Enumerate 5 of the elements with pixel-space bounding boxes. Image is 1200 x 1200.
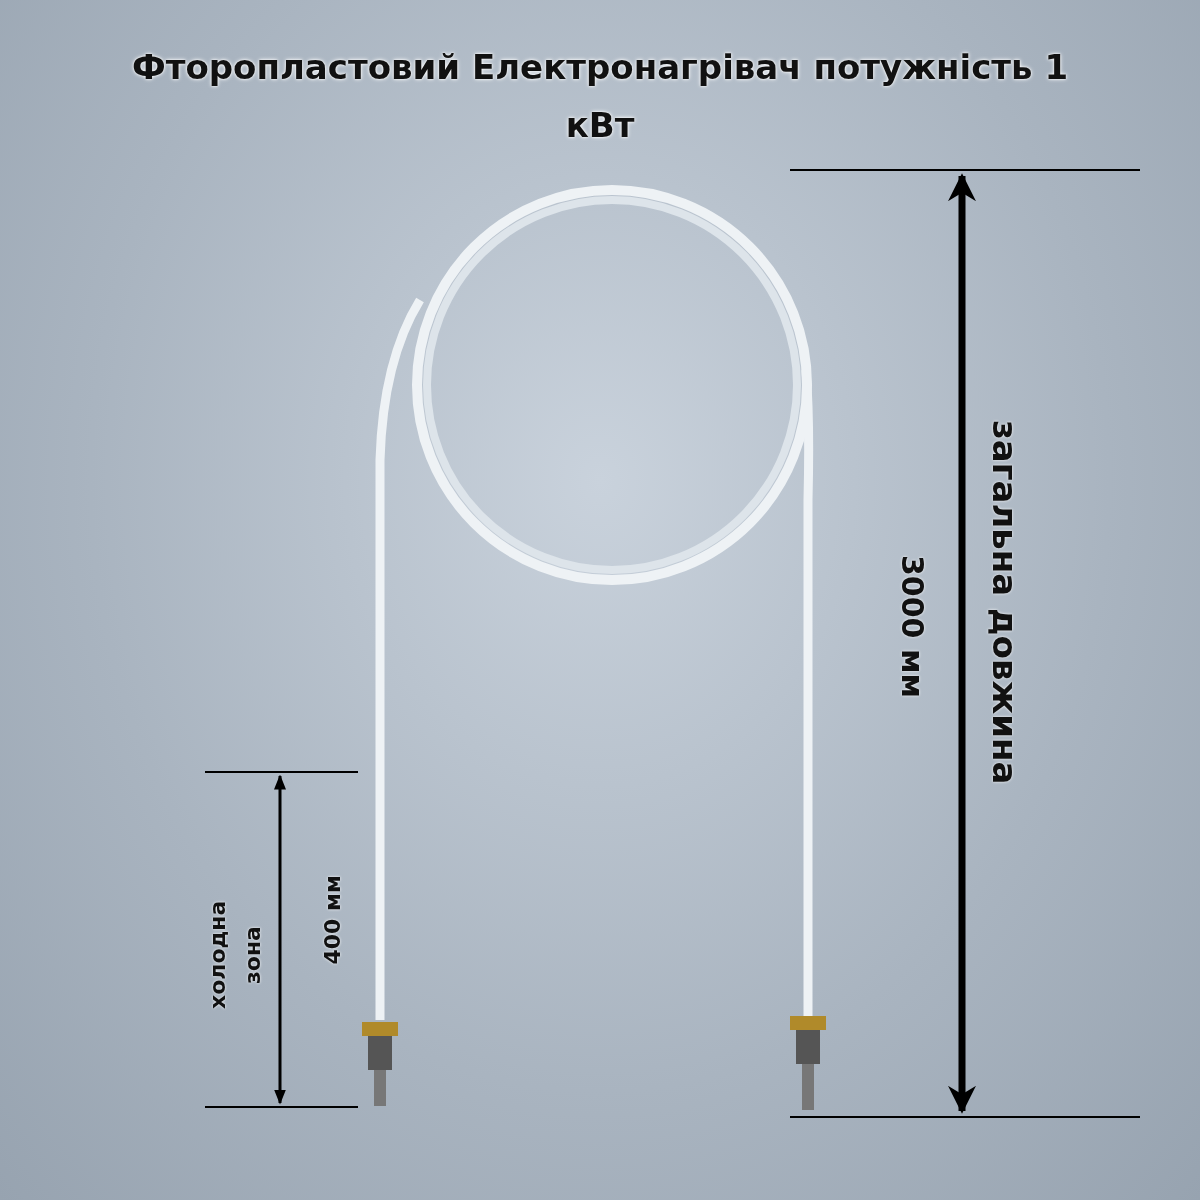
title: Фторопластовий Електронагрівач потужність 1 кВт [130, 46, 1070, 147]
zone-label: холодна зона [204, 899, 267, 1012]
dimension-label: 3000 мм [895, 555, 930, 698]
dimension-label: загальна довжина [985, 420, 1025, 785]
dimension-label: 400 мм [320, 875, 345, 965]
